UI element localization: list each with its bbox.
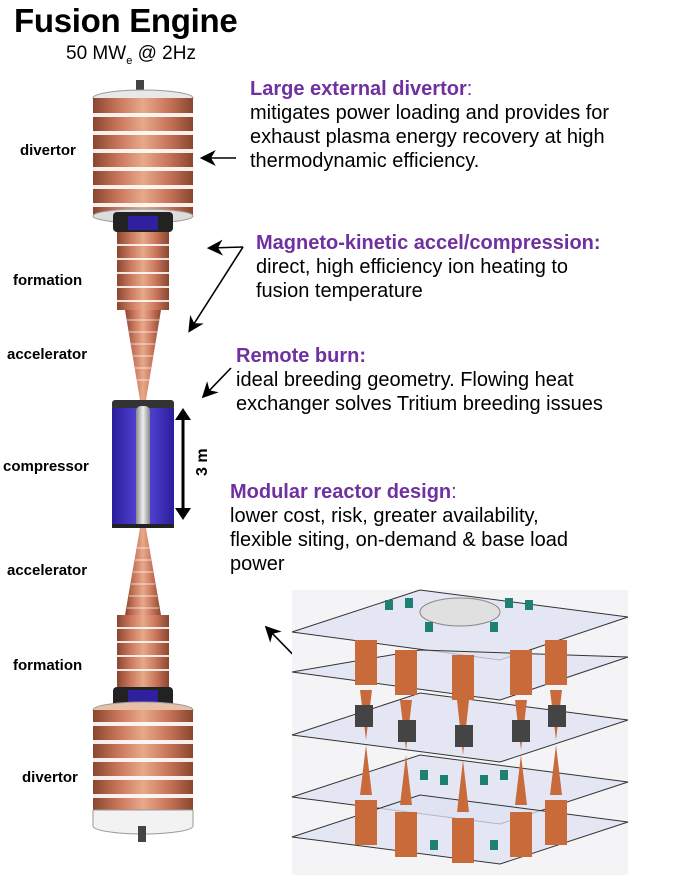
callout-line: fusion temperature bbox=[256, 280, 423, 302]
top-divertor bbox=[92, 80, 194, 232]
diagram-subtitle: 50 MWe @ 2Hz bbox=[66, 43, 196, 67]
callout-line: exhaust plasma energy recovery at high bbox=[250, 126, 605, 148]
callout-remote-burn: Remote burn: ideal breeding geometry. Fl… bbox=[236, 345, 603, 416]
bottom-accelerator bbox=[125, 528, 161, 615]
callout-heading: Remote burn: bbox=[236, 345, 366, 367]
callout-line: exchanger solves Tritium breeding issues bbox=[236, 393, 603, 415]
callout-line: flexible siting, on-demand & base load bbox=[230, 529, 568, 551]
modular-reactor-illustration bbox=[291, 589, 629, 875]
compressor bbox=[112, 400, 174, 528]
callout-magneto-kinetic: Magneto-kinetic accel/compression: direc… bbox=[256, 232, 601, 303]
callout-line: thermodynamic efficiency. bbox=[250, 150, 480, 172]
label-bottom-accelerator: accelerator bbox=[7, 562, 88, 579]
bottom-divertor bbox=[92, 701, 194, 842]
callout-heading: Large external divertor bbox=[250, 78, 467, 100]
label-top-formation: formation bbox=[13, 272, 83, 289]
callout-line: direct, high efficiency ion heating to bbox=[256, 256, 569, 278]
callout-large-divertor: Large external divertor: mitigates power… bbox=[250, 78, 610, 172]
arrow-remote-burn bbox=[201, 367, 232, 399]
dimension-arrow bbox=[175, 408, 191, 520]
top-accelerator bbox=[125, 310, 161, 400]
bottom-formation bbox=[113, 615, 173, 707]
label-compressor: compressor bbox=[3, 458, 89, 475]
label-top-accelerator: accelerator bbox=[7, 346, 88, 363]
label-bottom-formation: formation bbox=[13, 657, 83, 674]
top-formation bbox=[117, 232, 169, 310]
callout-heading: Modular reactor design bbox=[230, 481, 452, 503]
callout-line: ideal breeding geometry. Flowing heat bbox=[236, 369, 574, 391]
diagram-title: Fusion Engine bbox=[14, 2, 238, 39]
dimension-label: 3 m bbox=[194, 448, 211, 476]
subtitle-subscript: e bbox=[126, 54, 133, 67]
subtitle-power: 50 MW bbox=[66, 43, 127, 64]
label-top-divertor: divertor bbox=[20, 142, 76, 159]
callout-heading: Magneto-kinetic accel/compression: bbox=[256, 232, 601, 254]
callout-line: lower cost, risk, greater availability, bbox=[230, 505, 539, 527]
label-bottom-divertor: divertor bbox=[22, 769, 78, 786]
callout-line: power bbox=[230, 553, 285, 575]
subtitle-frequency: @ 2Hz bbox=[132, 43, 196, 64]
callout-modular-design: Modular reactor design: lower cost, risk… bbox=[230, 481, 568, 575]
callout-line: mitigates power loading and provides for bbox=[250, 102, 610, 124]
arrow-magneto-kinetic bbox=[206, 239, 244, 256]
